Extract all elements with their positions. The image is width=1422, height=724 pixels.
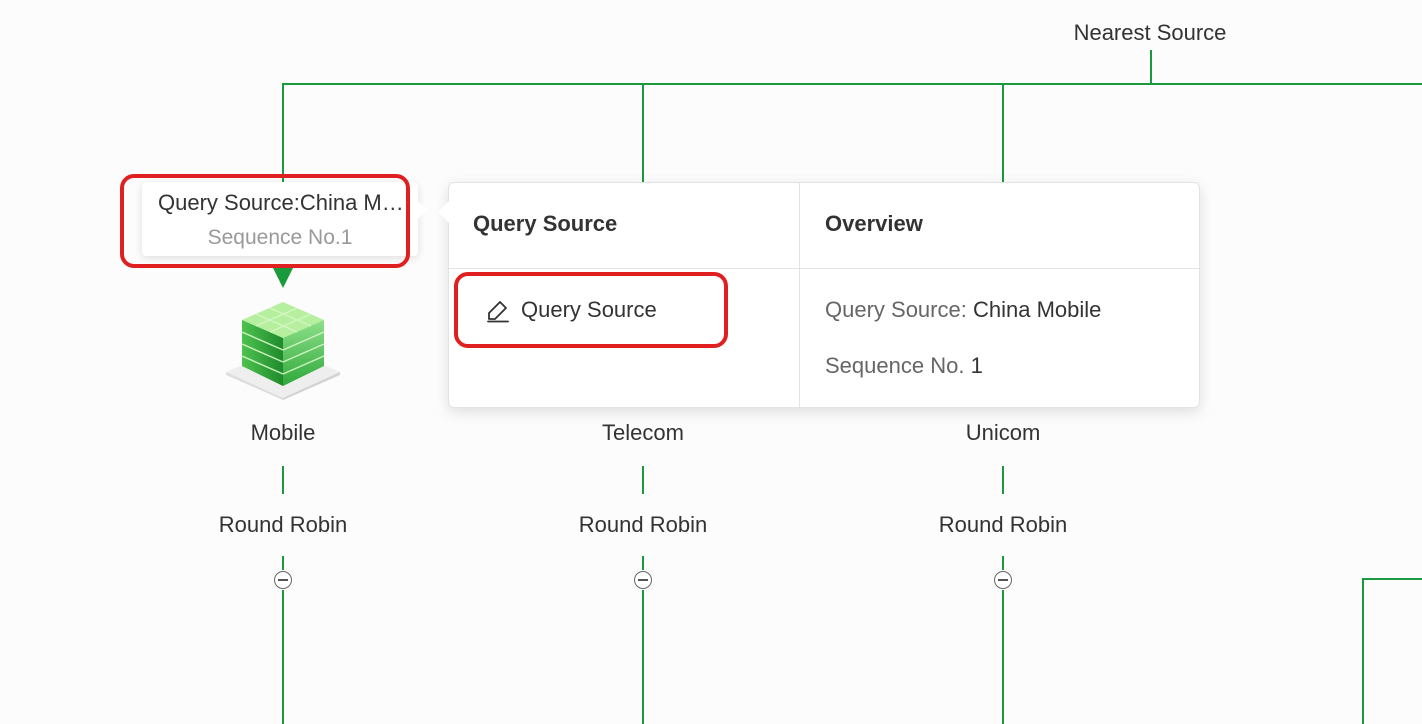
overview-source-value: China Mobile	[972, 297, 1102, 322]
right-branch-v	[1362, 578, 1364, 724]
strategy-label-mobile[interactable]: Round Robin	[218, 512, 348, 537]
overview-seq-value: 1	[970, 353, 983, 378]
overview-source-key: Query Source:	[825, 297, 967, 322]
branch-bar	[282, 83, 1422, 85]
arrow-down-icon	[273, 268, 293, 288]
node-label-unicom[interactable]: Unicom	[965, 420, 1041, 445]
node-tooltip-subtitle: Sequence No.1	[207, 226, 353, 249]
connector-mobile-a	[282, 466, 284, 494]
connector-telecom-a	[642, 466, 644, 494]
branch-telecom	[642, 83, 644, 183]
connector-unicom-c	[1002, 590, 1004, 724]
connector-mobile-b	[282, 556, 284, 570]
root-node-label[interactable]: Nearest Source	[1073, 20, 1227, 45]
branch-unicom	[1002, 83, 1004, 183]
connector-unicom-b	[1002, 556, 1004, 570]
collapse-icon-mobile[interactable]	[274, 571, 292, 589]
popover-caret	[438, 201, 449, 223]
connector-unicom-a	[1002, 466, 1004, 494]
node-tooltip-title: Query Source:China Mobile	[158, 190, 406, 215]
collapse-icon-telecom[interactable]	[634, 571, 652, 589]
node-label-mobile[interactable]: Mobile	[250, 420, 316, 445]
overview-query-source: Query Source: China Mobile	[825, 297, 1101, 323]
node-label-telecom[interactable]: Telecom	[602, 420, 684, 445]
node-detail-popover: Query Source Overview Query Source Query…	[438, 182, 1200, 408]
collapse-icon-unicom[interactable]	[994, 571, 1012, 589]
branch-mobile	[282, 83, 284, 183]
overview-seq-key: Sequence No.	[825, 353, 965, 378]
connector-telecom-c	[642, 590, 644, 724]
header-divider	[449, 268, 1199, 269]
edit-query-source-label: Query Source	[521, 297, 657, 322]
connector-telecom-b	[642, 556, 644, 570]
strategy-label-telecom[interactable]: Round Robin	[578, 512, 708, 537]
connector-mobile-c	[282, 590, 284, 724]
node-tooltip: Query Source:China Mobile Sequence No.1	[142, 182, 427, 256]
overview-sequence: Sequence No. 1	[825, 353, 983, 379]
root-stem	[1150, 50, 1152, 84]
edit-pencil-icon	[487, 301, 509, 323]
right-branch-h	[1362, 578, 1422, 580]
column-divider	[799, 183, 800, 407]
edit-query-source-button[interactable]: Query Source	[485, 297, 657, 323]
popover-header-actions: Query Source	[473, 211, 618, 236]
server-cluster-icon[interactable]	[220, 290, 346, 400]
strategy-label-unicom[interactable]: Round Robin	[938, 512, 1068, 537]
popover-header-overview: Overview	[825, 211, 923, 236]
tooltip-caret	[417, 200, 427, 220]
